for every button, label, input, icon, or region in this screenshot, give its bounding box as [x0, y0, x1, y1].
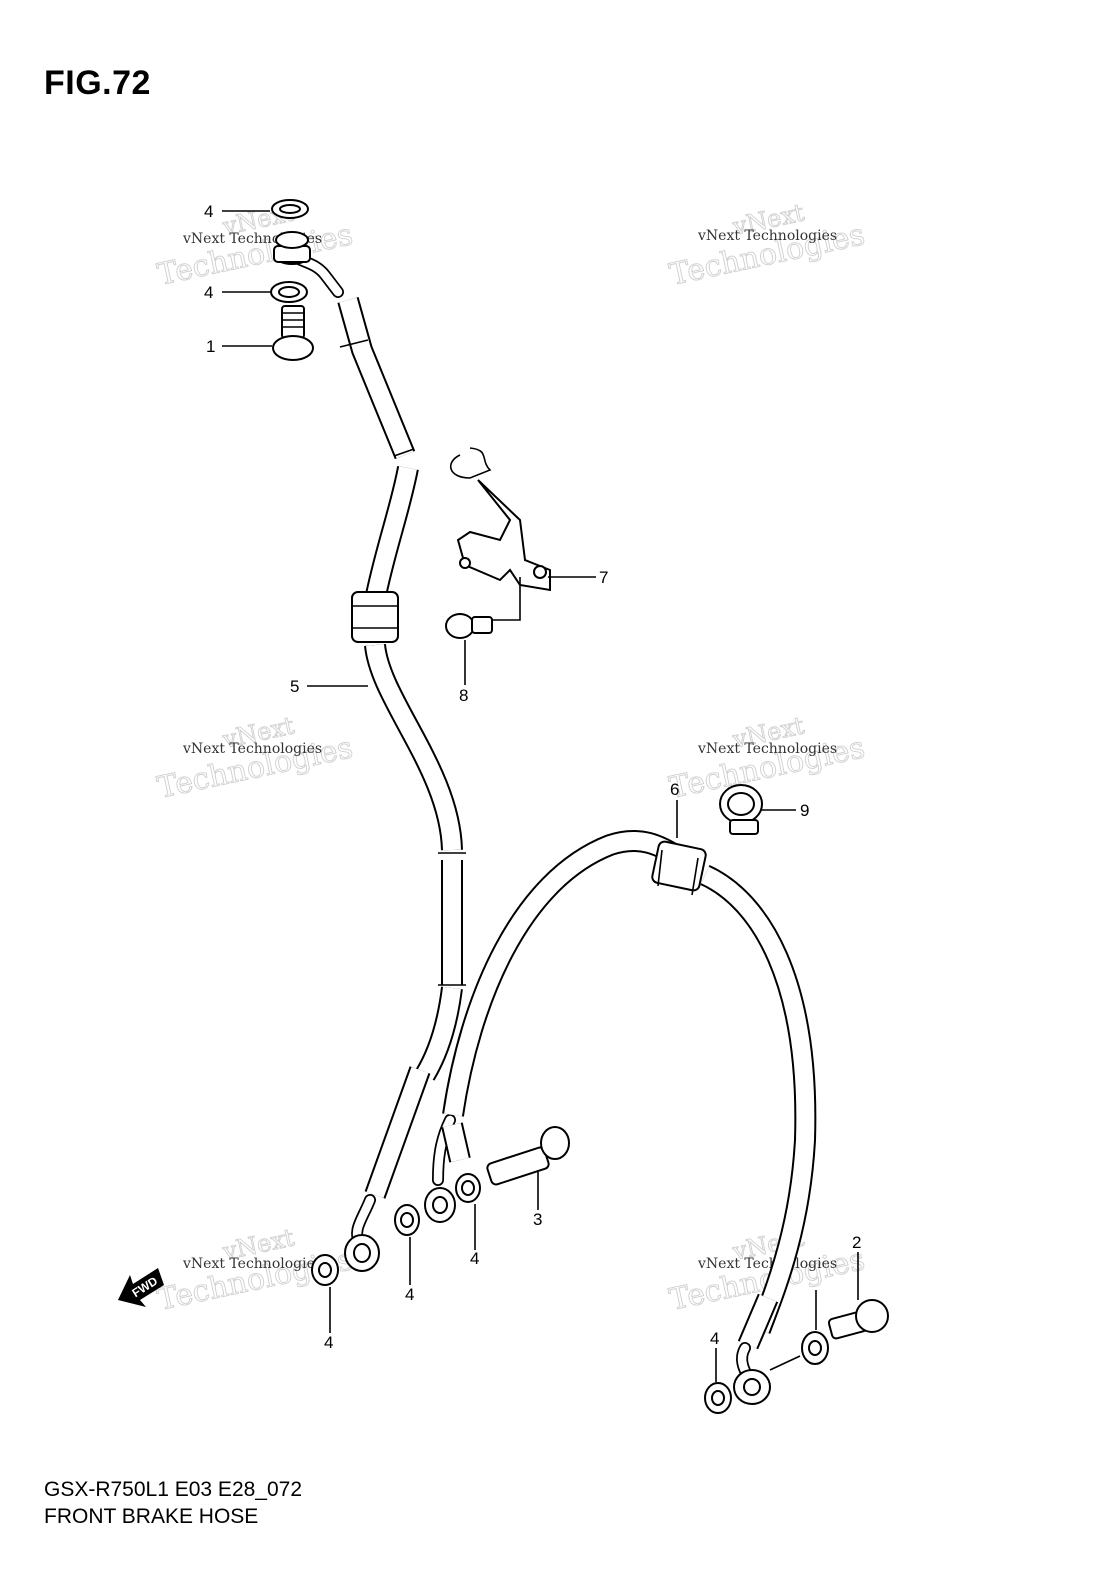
model-code: GSX-R750L1 E03 E28_072	[44, 1478, 303, 1501]
callouts: 4 4 1 7 8 5 6 9 3 4 4 4 2 4	[204, 202, 861, 1352]
callout-4: 4	[324, 1333, 333, 1352]
watermark-small: vNext Technologies	[182, 741, 322, 757]
figure-caption: FRONT BRAKE HOSE	[44, 1505, 259, 1528]
forward-arrow: FWD	[118, 1268, 164, 1307]
callout-1: 1	[206, 337, 215, 356]
figure-title: FIG.72	[44, 64, 151, 102]
watermark-small: vNext Technologies	[697, 741, 837, 757]
callout-4: 4	[710, 1329, 719, 1348]
callout-4: 4	[405, 1285, 414, 1304]
leader-lines	[222, 210, 859, 1382]
washers-lower	[311, 1173, 829, 1414]
callout-9: 9	[800, 801, 809, 820]
watermark-mid-right: Technologies vNext vNext Technologies	[666, 711, 868, 806]
union-bolt-1	[272, 305, 314, 361]
callout-4: 4	[470, 1249, 479, 1268]
watermark-mid-left: Technologies vNext vNext Technologies	[154, 711, 356, 806]
hose-clamp	[719, 784, 763, 835]
callout-2: 2	[852, 1233, 861, 1252]
watermark-top-right: Technologies vNext vNext Technologies	[666, 198, 868, 293]
callout-4: 4	[204, 202, 213, 221]
union-bolt-2	[827, 1299, 889, 1340]
callout-4: 4	[204, 283, 213, 302]
callout-5: 5	[290, 677, 299, 696]
brake-hose-upper	[273, 231, 466, 1272]
watermark-small: vNext Technologies	[697, 228, 837, 244]
callout-7: 7	[599, 568, 608, 587]
bracket-bolt	[445, 613, 493, 639]
callout-3: 3	[533, 1210, 542, 1229]
brake-hose-lower	[424, 830, 817, 1405]
watermark-small: vNext Technologies	[182, 1256, 322, 1272]
callout-6: 6	[670, 780, 679, 799]
union-bolt-3	[486, 1126, 570, 1186]
callout-8: 8	[459, 686, 468, 705]
hose-bracket	[449, 447, 551, 592]
watermark-small: vNext Technologies	[697, 1256, 837, 1272]
